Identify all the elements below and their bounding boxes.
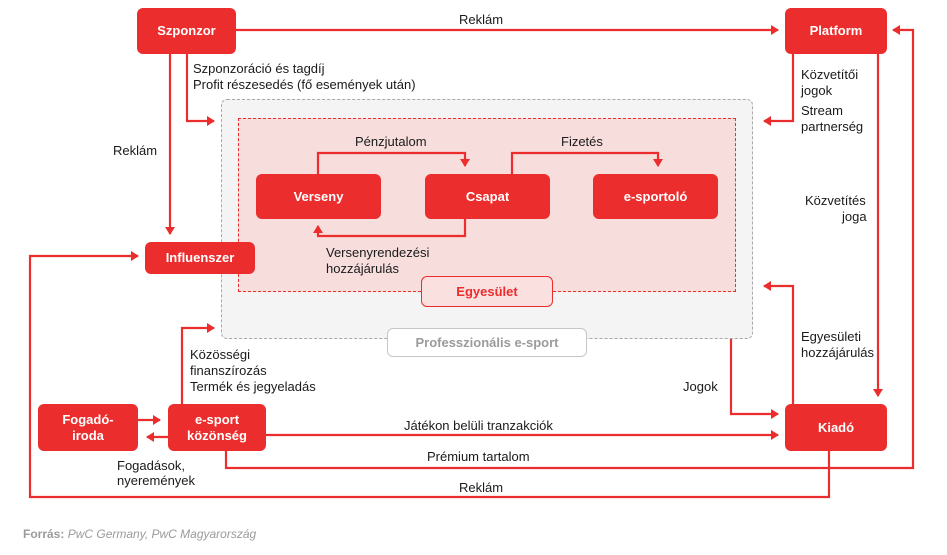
edge-region-kiado	[729, 339, 779, 419]
label-kozvetitoi-1: Közvetítői	[801, 67, 859, 82]
label-stream-1: Stream	[801, 103, 843, 118]
label-stream-2: partnerség	[801, 119, 864, 134]
edge-kozonseg-platform	[224, 25, 915, 470]
node-professzionalis-label: Professzionális e-sport	[415, 335, 559, 350]
edge-csapat-verseny	[313, 219, 467, 238]
node-kiado-label: Kiadó	[817, 419, 855, 435]
label-kozossegi-1: Közösségi	[190, 347, 250, 362]
label-penzjutalom: Pénzjutalom	[355, 134, 427, 149]
label-kozvetites-1: Közvetítés	[805, 193, 866, 208]
edge-csapat-esportolo	[510, 151, 663, 174]
node-fogadoiroda: Fogadó- iroda	[38, 404, 138, 451]
node-influenszer-label: Influenszer	[165, 250, 235, 265]
node-csapat: Csapat	[425, 174, 550, 219]
node-influenszer: Influenszer	[145, 242, 255, 274]
label-versenyrendezesi-1: Versenyrendezési	[326, 245, 430, 260]
label-reklam-bottom: Reklám	[459, 480, 504, 495]
node-egyesulet: Egyesület	[421, 276, 553, 307]
label-kozvetitoi-2: jogok	[801, 83, 833, 98]
node-kiado: Kiadó	[785, 404, 887, 451]
label-fogadasok-1: Fogadások,	[117, 458, 185, 473]
node-platform-label: Platform	[809, 23, 863, 38]
source-note: Forrás: PwC Germany, PwC Magyarország	[23, 527, 256, 541]
edge-kozonseg-region	[180, 323, 215, 404]
label-versenyrendezesi-2: hozzájárulás	[326, 261, 399, 276]
label-jatekon: Játékon belüli tranzakciók	[404, 418, 553, 433]
edge-platform-region	[763, 54, 795, 126]
node-esportolo-label: e-sportoló	[623, 188, 688, 204]
node-verseny: Verseny	[256, 174, 381, 219]
node-platform: Platform	[785, 8, 887, 54]
label-szponzoracio-2: Profit részesedés (fő események után)	[193, 77, 416, 92]
source-label: Forrás:	[23, 527, 65, 541]
node-esportolo: e-sportoló	[593, 174, 718, 219]
label-egyesuleti-2: hozzájárulás	[801, 345, 874, 360]
edge-verseny-csapat	[316, 151, 470, 174]
label-reklam-top: Reklám	[459, 12, 504, 27]
label-szponzoracio-1: Szponzoráció és tagdíj	[193, 61, 325, 76]
label-kozossegi-3: Termék és jegyeladás	[190, 379, 316, 394]
node-fogadoiroda-line2: iroda	[72, 427, 104, 443]
label-jogok: Jogok	[683, 379, 718, 394]
node-kozonseg: e-sport közönség	[168, 404, 266, 451]
label-egyesuleti-1: Egyesületi	[801, 329, 861, 344]
node-csapat-label: Csapat	[465, 188, 510, 204]
node-szponzor: Szponzor	[137, 8, 236, 54]
node-kozonseg-line2: közönség	[187, 427, 247, 443]
label-fizetes: Fizetés	[561, 134, 603, 149]
node-kozonseg-line1: e-sport	[194, 411, 240, 427]
edge-kiado-influenszer	[28, 251, 831, 499]
node-verseny-label: Verseny	[293, 188, 344, 204]
edge-szponzor-region	[185, 54, 215, 126]
label-reklam-left: Reklám	[113, 143, 158, 158]
label-kozvetites-2: joga	[842, 209, 867, 224]
label-premium: Prémium tartalom	[427, 449, 530, 464]
label-fogadasok-2: nyeremények	[117, 473, 196, 488]
node-szponzor-label: Szponzor	[157, 23, 216, 38]
edge-kiado-region	[763, 281, 795, 404]
source-text: PwC Germany, PwC Magyarország	[67, 527, 257, 541]
label-kozossegi-2: finanszírozás	[190, 363, 267, 378]
node-egyesulet-label: Egyesület	[456, 284, 518, 299]
node-fogadoiroda-line1: Fogadó-	[62, 411, 114, 427]
node-professzionalis: Professzionális e-sport	[387, 328, 587, 357]
